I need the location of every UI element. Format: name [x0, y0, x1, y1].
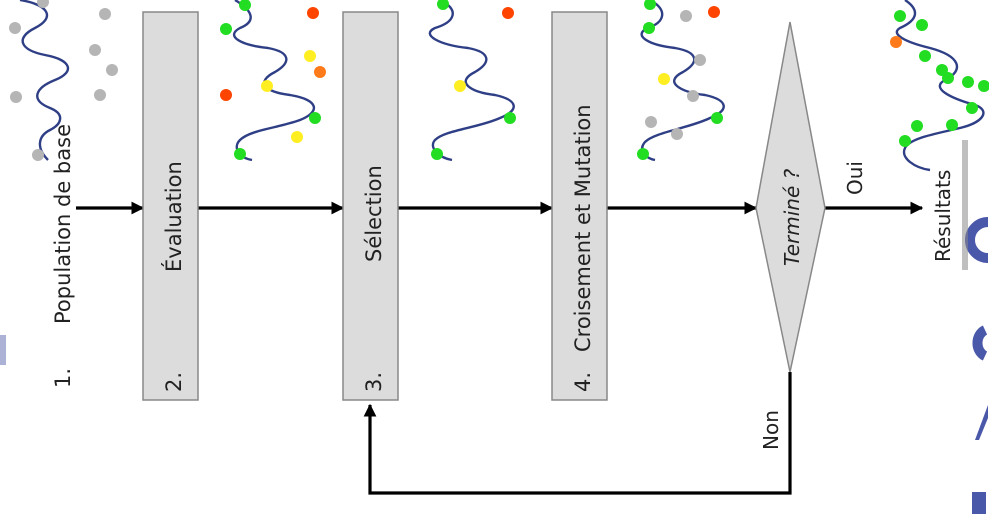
- step-4-number: 4.: [571, 372, 595, 392]
- population-dots-1: [9, 0, 118, 161]
- decision-diamond: [755, 21, 826, 373]
- selection-box: [342, 11, 399, 401]
- step-1-number: 1.: [51, 368, 75, 388]
- results-caption-blur: [962, 140, 968, 270]
- population-dots-2: [220, 0, 326, 160]
- evaluation-box: [142, 11, 199, 401]
- decision-yes-label: Oui: [843, 161, 867, 195]
- step-2-number: 2.: [162, 372, 186, 392]
- population-wave-1: [19, 0, 69, 161]
- population-dots-results: [890, 10, 989, 147]
- step-3-label: Sélection: [362, 165, 386, 262]
- arrow-loop-back: [363, 372, 792, 495]
- step-3-number: 3.: [362, 372, 386, 392]
- population-wave-3: [428, 0, 515, 162]
- decision-label: Terminé ?: [780, 168, 804, 266]
- step-1-label: Population de base: [51, 124, 75, 324]
- crossover-mutation-box: [551, 11, 608, 401]
- population-wave-4: [640, 0, 725, 162]
- population-dots-4: [637, 0, 723, 160]
- results-label: Résultats: [931, 170, 955, 262]
- decision-no-label: Non: [759, 410, 783, 450]
- step-4-label: Croisement et Mutation: [571, 104, 595, 352]
- step-2-label: Évaluation: [161, 161, 186, 272]
- watermark-graphic: [0, 217, 989, 514]
- population-dots-3: [431, 0, 516, 160]
